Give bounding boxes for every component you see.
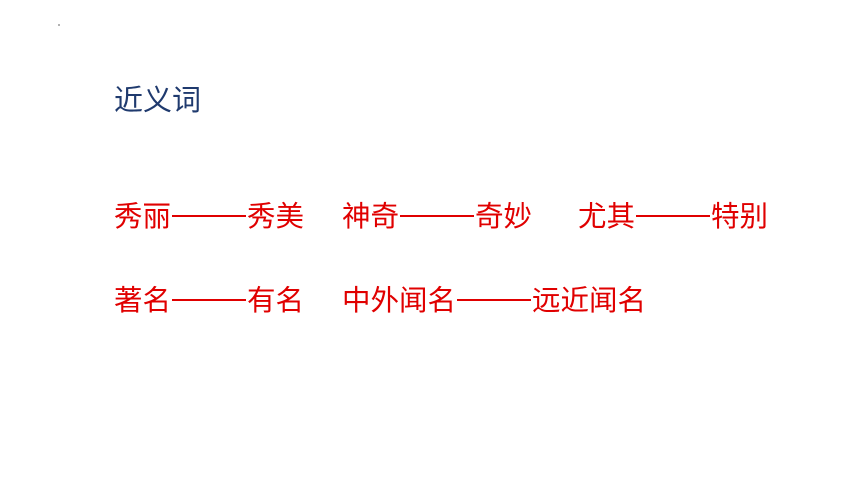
word-right: 秀美 (247, 200, 305, 233)
slide-title: 近义词 (114, 83, 202, 117)
dash-separator (636, 215, 711, 217)
dash-separator (457, 299, 532, 301)
synonym-pair: 秀丽 秀美 (114, 196, 304, 238)
corner-mark (58, 24, 60, 26)
synonym-pair: 神奇 奇妙 (342, 196, 532, 238)
word-left: 神奇 (342, 200, 400, 233)
synonym-pair: 中外闻名 远近闻名 (342, 280, 646, 322)
word-left: 著名 (114, 284, 172, 317)
word-right: 特别 (711, 200, 769, 233)
synonym-pair: 尤其 特别 (578, 196, 768, 238)
word-left: 秀丽 (114, 200, 172, 233)
word-right: 奇妙 (475, 200, 533, 233)
synonym-pair: 著名 有名 (114, 280, 304, 322)
word-right: 远近闻名 (532, 284, 647, 317)
dash-separator (172, 299, 247, 301)
dash-separator (400, 215, 475, 217)
word-right: 有名 (247, 284, 305, 317)
dash-separator (172, 215, 247, 217)
word-left: 中外闻名 (342, 284, 457, 317)
word-left: 尤其 (578, 200, 636, 233)
